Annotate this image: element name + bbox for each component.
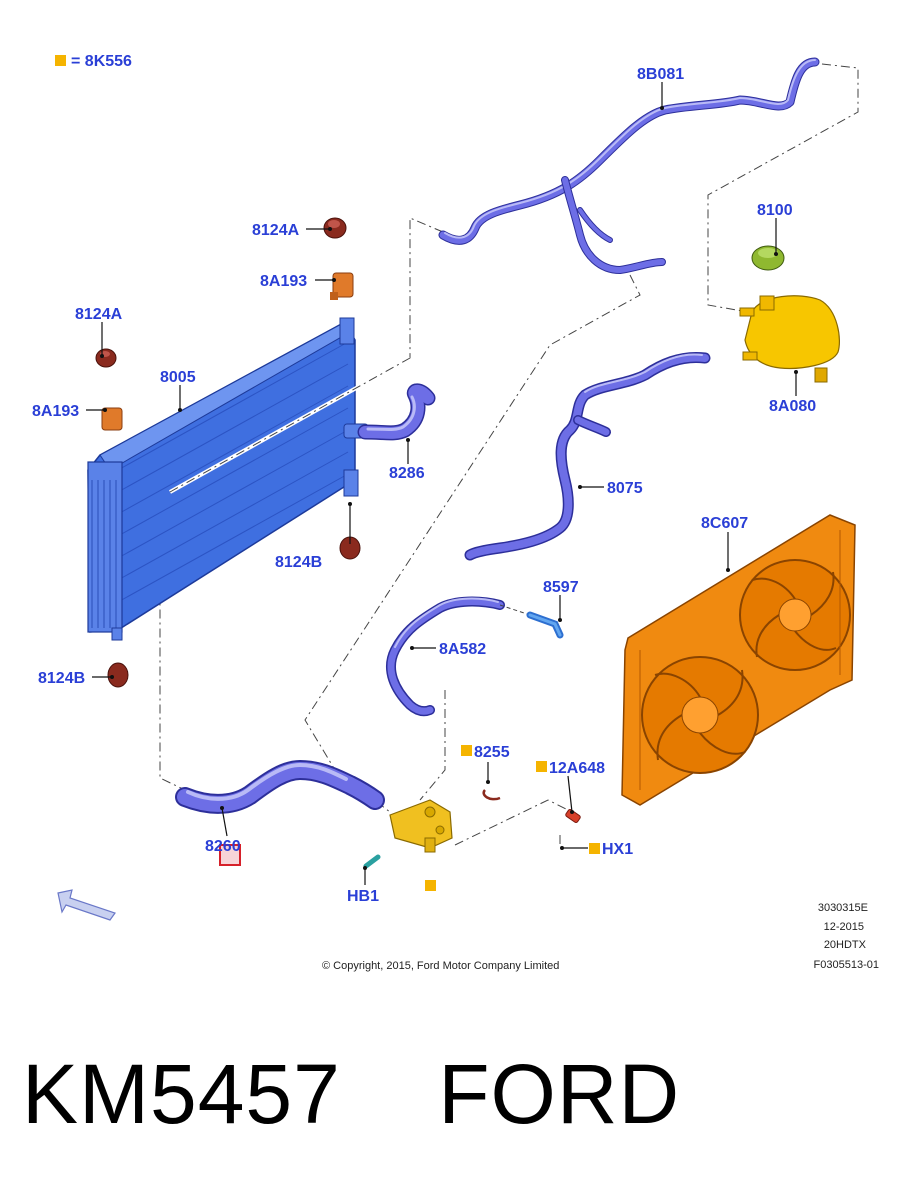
- label-8075[interactable]: 8075: [607, 480, 643, 497]
- mount-8124B-left[interactable]: [107, 662, 129, 688]
- label-12A648[interactable]: 12A648: [549, 760, 605, 777]
- label-8124A-top[interactable]: 8124A: [252, 222, 300, 239]
- radiator-8005[interactable]: [87, 317, 411, 641]
- part-labels: 8B081 8100 8A080 8124A 8A193 8124A 8005 …: [32, 66, 816, 905]
- symbol-8K556-housing: [425, 880, 436, 891]
- label-HB1[interactable]: HB1: [347, 888, 379, 905]
- symbol-8K556-8255: [461, 745, 472, 756]
- cap-8100[interactable]: [751, 245, 785, 271]
- bracket-8A193-left[interactable]: [101, 407, 123, 431]
- label-8286[interactable]: 8286: [389, 465, 425, 482]
- label-8005[interactable]: 8005: [160, 369, 196, 386]
- label-8260[interactable]: 8260: [205, 838, 241, 855]
- label-8255[interactable]: 8255: [474, 744, 510, 761]
- meta-line-3: 20HDTX: [824, 939, 867, 951]
- symbol-8K556-12A648: [536, 761, 547, 772]
- product-code-title: KM5457 FORD: [22, 1047, 681, 1141]
- clip-8255[interactable]: [482, 789, 501, 801]
- hose-8260[interactable]: [175, 760, 385, 814]
- hose-8075[interactable]: [464, 351, 711, 561]
- label-8C607[interactable]: 8C607: [701, 515, 748, 532]
- cooling-system-diagram: = 8K556 8B081 8100 8A080 8124A 8A193 812…: [32, 53, 879, 972]
- meta-line-2: 12-2015: [824, 921, 864, 933]
- label-8B081[interactable]: 8B081: [637, 66, 684, 83]
- label-8124B-right[interactable]: 8124B: [275, 554, 322, 571]
- bracket-8A193-top[interactable]: [330, 272, 354, 300]
- highlight-box-8260: [219, 844, 241, 866]
- fitting-HB1[interactable]: [363, 854, 381, 869]
- sensor-12A648[interactable]: [565, 808, 581, 824]
- meta-line-4: F0305513-01: [814, 959, 879, 971]
- direction-arrow-icon: [57, 889, 116, 921]
- sensor-8597[interactable]: [526, 611, 564, 639]
- label-8A582[interactable]: 8A582: [439, 641, 486, 658]
- label-8124B-left[interactable]: 8124B: [38, 670, 85, 687]
- copyright-notice: © Copyright, 2015, Ford Motor Company Li…: [322, 960, 559, 972]
- legend-symbol: [55, 55, 66, 66]
- label-8100[interactable]: 8100: [757, 202, 793, 219]
- leader-lines: [86, 82, 798, 885]
- label-HX1[interactable]: HX1: [602, 841, 633, 858]
- label-8A193-top[interactable]: 8A193: [260, 273, 307, 290]
- symbol-8K556-HX1: [589, 843, 600, 854]
- mount-8124A-left[interactable]: [95, 348, 117, 368]
- meta-line-1: 3030315E: [818, 902, 868, 914]
- hose-8A582[interactable]: [386, 596, 531, 717]
- mount-8124A-top[interactable]: [323, 217, 347, 239]
- legend-text: = 8K556: [71, 53, 132, 70]
- hose-8286[interactable]: [357, 383, 436, 441]
- document-meta: 3030315E 12-2015 20HDTX F0305513-01: [814, 902, 879, 971]
- coolant-housing[interactable]: [389, 799, 453, 853]
- label-8124A-left[interactable]: 8124A: [75, 306, 123, 323]
- hose-8B081[interactable]: [438, 57, 820, 274]
- label-8A080[interactable]: 8A080: [769, 398, 816, 415]
- fan-shroud-8C607[interactable]: [621, 514, 856, 806]
- expansion-tank-8A080[interactable]: [739, 295, 841, 383]
- label-8597[interactable]: 8597: [543, 579, 579, 596]
- legend: = 8K556: [55, 53, 132, 70]
- label-8A193-left[interactable]: 8A193: [32, 403, 79, 420]
